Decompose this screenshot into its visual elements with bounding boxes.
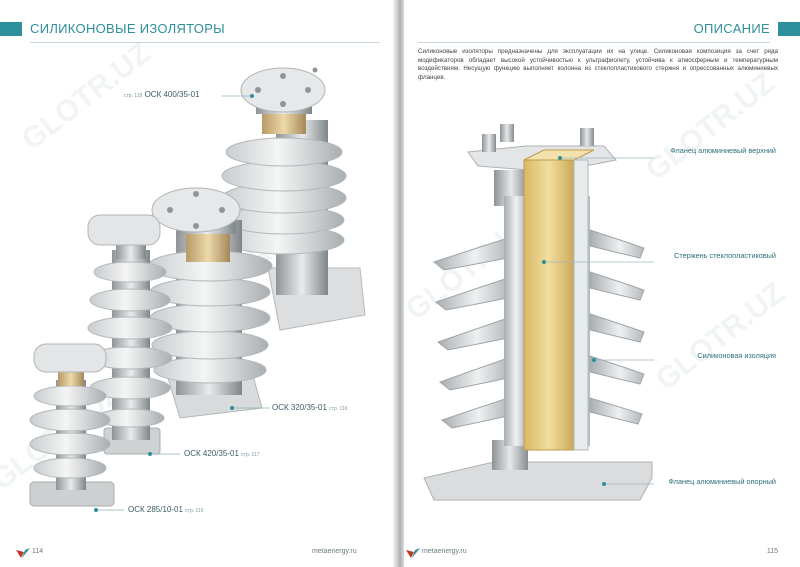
label-osk-285: ОСК 285/10-01 стр. 116 [128,505,203,514]
right-page: ОПИСАНИЕ Силиконовые изоляторы предназна… [404,0,800,567]
left-title-bar [0,22,22,36]
description-text: Силиконовые изоляторы предназначены для … [418,48,778,81]
label-osk-400-name: ОСК 400/35-01 [144,90,200,99]
right-page-number: 115 [766,548,778,555]
left-page: СИЛИКОНОВЫЕ ИЗОЛЯТОРЫ GLOTR.UZ GLOTR.UZ … [0,0,396,567]
insulators-illustration [29,67,366,512]
left-page-number: 114 [32,548,44,555]
right-title-bar [778,22,800,36]
label-osk-320-name: ОСК 320/35-01 [272,403,327,412]
brand-logo-icon [406,548,420,558]
label-osk-285-name: ОСК 285/10-01 [128,505,183,514]
right-page-title: ОПИСАНИЕ [693,21,770,36]
left-footer-site: metaenergy.ru [312,548,357,555]
callout-fiberglass-rod: Стержень стеклопластиковый [674,251,776,260]
label-osk-400-page-ref: стр. 118 [124,93,143,99]
insulator-osk-400 [221,67,366,331]
left-page-title: СИЛИКОНОВЫЕ ИЗОЛЯТОРЫ [30,21,225,36]
callout-silicone-insulation: Силиконовая изоляция [697,351,776,360]
book-gutter [393,0,407,567]
brand-logo-icon [16,548,30,558]
callout-bottom-flange: Фланец алюминиевый опорный [668,477,776,486]
label-osk-420-page-ref: стр. 117 [241,452,260,458]
left-title-rule [30,42,380,43]
right-title-rule [418,42,770,43]
label-osk-320: ОСК 320/35-01 стр. 116 [272,403,347,412]
callout-top-flange: Фланец алюминиевый верхний [670,146,776,155]
label-osk-285-page-ref: стр. 116 [185,508,204,514]
insulator-osk-320 [147,187,273,419]
label-osk-400: стр. 118 ОСК 400/35-01 [124,90,199,99]
label-osk-420-name: ОСК 420/35-01 [184,449,239,458]
cutaway-illustration [423,124,654,501]
right-footer-site: metaenergy.ru [422,548,467,555]
label-osk-420: ОСК 420/35-01 стр. 117 [184,449,259,458]
insulator-osk-285 [29,343,115,507]
label-osk-320-page-ref: стр. 116 [329,406,348,412]
